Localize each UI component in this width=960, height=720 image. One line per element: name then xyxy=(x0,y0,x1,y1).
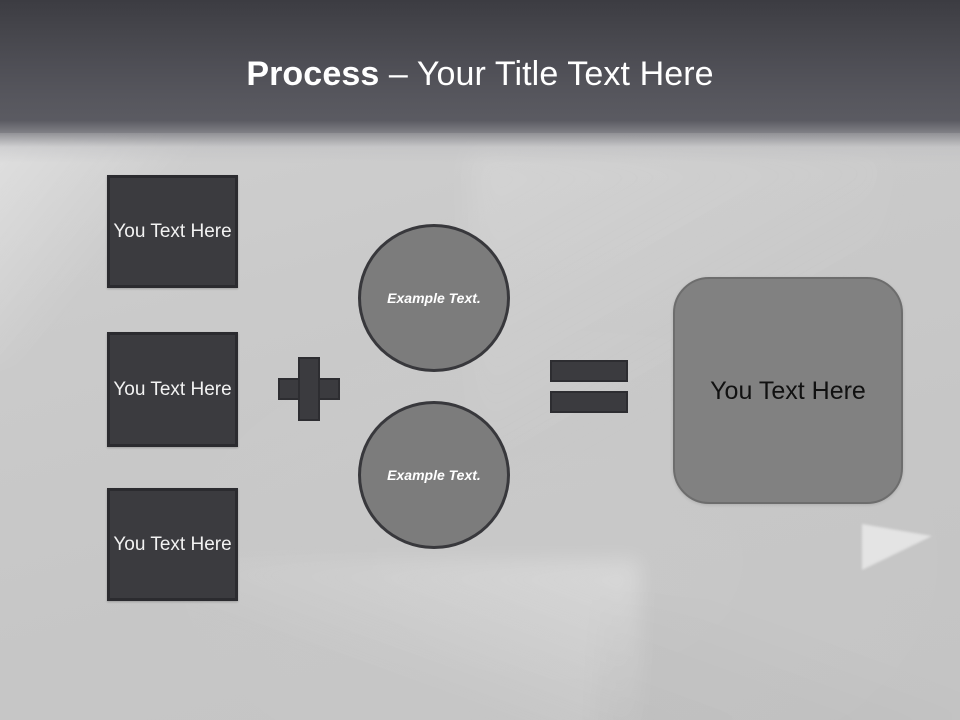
plus-icon xyxy=(278,357,340,421)
result-box-label: You Text Here xyxy=(710,376,866,405)
input-box-3-label: You Text Here xyxy=(113,533,232,555)
background-facet-lower-right xyxy=(600,600,960,720)
example-circle-1-label: Example Text. xyxy=(387,290,481,306)
background-triangle-watermark xyxy=(862,524,932,570)
equals-icon-bottom-bar xyxy=(550,391,628,413)
page-title: Process – Your Title Text Here xyxy=(0,52,960,96)
equals-icon-top-bar xyxy=(550,360,628,382)
plus-icon-vertical-bar xyxy=(298,357,320,421)
slide-header-band xyxy=(0,0,960,133)
page-title-rest: – Your Title Text Here xyxy=(379,55,714,93)
result-box[interactable]: You Text Here xyxy=(673,277,903,504)
input-box-2[interactable]: You Text Here xyxy=(107,332,238,447)
input-box-3[interactable]: You Text Here xyxy=(107,488,238,601)
slide-header-fade xyxy=(0,121,960,163)
input-box-2-label: You Text Here xyxy=(113,378,232,400)
input-box-1[interactable]: You Text Here xyxy=(107,175,238,288)
input-box-1-label: You Text Here xyxy=(113,220,232,242)
page-title-bold: Process xyxy=(246,55,380,93)
example-circle-2-label: Example Text. xyxy=(387,467,481,483)
example-circle-2[interactable]: Example Text. xyxy=(358,401,510,549)
example-circle-1[interactable]: Example Text. xyxy=(358,224,510,372)
equals-icon xyxy=(550,360,628,413)
